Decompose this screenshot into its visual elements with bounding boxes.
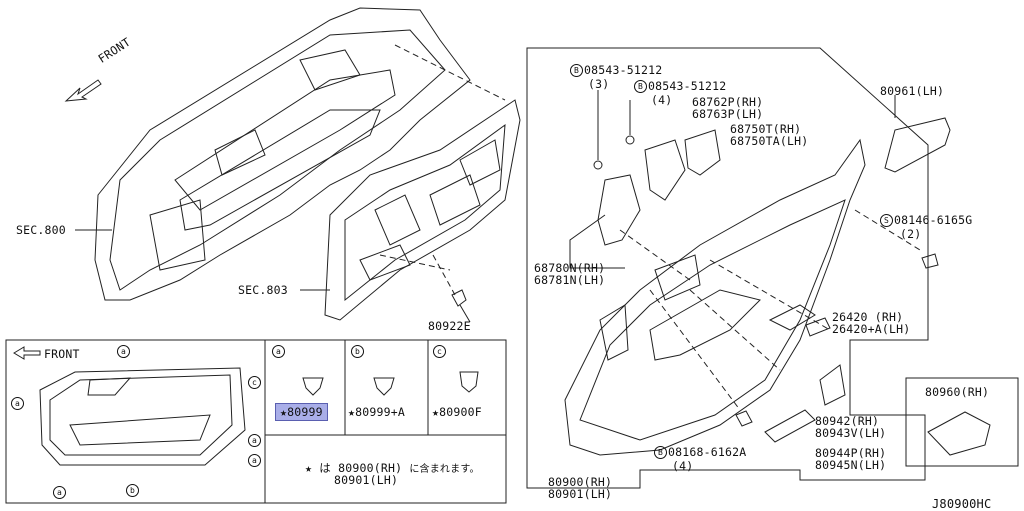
clip-b-header: b [351, 345, 365, 358]
label-80944p[interactable]: 80944P(RH) [815, 446, 887, 460]
label-68763p[interactable]: 68763P(LH) [692, 107, 764, 121]
label-68750t[interactable]: 68750T(RH) [730, 122, 802, 136]
door-trim [564, 138, 866, 456]
armrest-bracket [597, 174, 641, 246]
note-line2: 80901(LH) [334, 473, 399, 487]
label-68762p[interactable]: 68762P(RH) [692, 95, 764, 109]
window-switch-lh [884, 117, 951, 173]
inset-callout-b: b [126, 484, 140, 497]
inset-door-trim [39, 367, 246, 466]
label-bolt-qty-b: (4) [651, 93, 673, 107]
label-bolt-qty-c: (4) [672, 459, 694, 473]
label-80945n[interactable]: 80945N(LH) [815, 458, 887, 472]
label-80960[interactable]: 80960(RH) [925, 385, 990, 399]
label-26420a[interactable]: 26420+A(LH) [832, 322, 911, 336]
bolt-b-icon: B [654, 446, 667, 459]
clip-a-header: a [272, 345, 286, 358]
bolt-b-icon: B [570, 64, 583, 77]
note-line1: ★ は 80900(RH) に含まれます。 [305, 461, 480, 475]
bolt-b-icon: B [634, 80, 647, 93]
label-80942[interactable]: 80942(RH) [815, 414, 880, 428]
label-sec803[interactable]: SEC.803 [238, 283, 288, 297]
label-80943v[interactable]: 80943V(LH) [815, 426, 887, 440]
label-80999a[interactable]: ★80999+A [348, 405, 405, 419]
label-68750ta[interactable]: 68750TA(LH) [730, 134, 809, 148]
inset-callout-a-right1: a [248, 434, 262, 447]
right-frame [526, 47, 929, 489]
clip-c-header: c [433, 345, 447, 358]
label-bolt-qty-a: (3) [588, 77, 610, 91]
front-arrow-icon [64, 79, 102, 102]
label-80999-highlighted[interactable]: ★80999 [275, 403, 328, 421]
clip-a-icon [302, 377, 324, 396]
label-68781n[interactable]: 68781N(LH) [534, 273, 606, 287]
inset-callout-a-bottom: a [53, 486, 67, 499]
diagram-code: J80900HC [932, 497, 992, 511]
inset-front-label: FRONT [44, 347, 80, 361]
inner-panel [324, 99, 521, 321]
inset-callout-c: c [248, 376, 262, 389]
label-80961[interactable]: 80961(LH) [880, 84, 945, 98]
screw-s-icon: S [880, 214, 893, 227]
window-switch-rh [927, 411, 991, 456]
label-68780n[interactable]: 68780N(RH) [534, 261, 606, 275]
label-80900f[interactable]: ★80900F [432, 405, 482, 419]
label-sec800[interactable]: SEC.800 [16, 223, 66, 237]
inset-callout-a-top: a [117, 345, 131, 358]
label-screw-qty: (2) [900, 227, 922, 241]
label-80922e[interactable]: 80922E [428, 319, 471, 333]
clip-b-icon [373, 377, 395, 396]
inset-callout-a-right2: a [248, 454, 262, 467]
label-80901[interactable]: 80901(LH) [548, 487, 613, 501]
inset-callout-a-left: a [11, 397, 25, 410]
clip-c-icon [459, 371, 479, 393]
label-26420[interactable]: 26420 (RH) [832, 310, 904, 324]
inset-frame [5, 339, 507, 504]
door-shell [94, 7, 471, 301]
label-80900[interactable]: 80900(RH) [548, 475, 613, 489]
